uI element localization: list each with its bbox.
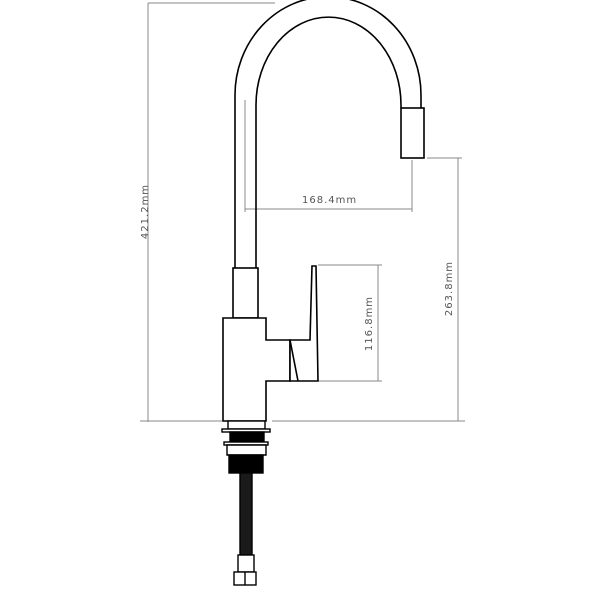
spout-outlet-height-label: 263.8mm (444, 260, 456, 317)
handle-height-label: 116.8mm (364, 295, 376, 352)
spout-reach-label: 168.4mm (302, 195, 358, 206)
faucet-body (222, 0, 425, 422)
total-height-label: 421.2mm (140, 183, 152, 240)
dimension-lines (140, 2, 465, 422)
faucet-base-fittings (221, 420, 271, 586)
